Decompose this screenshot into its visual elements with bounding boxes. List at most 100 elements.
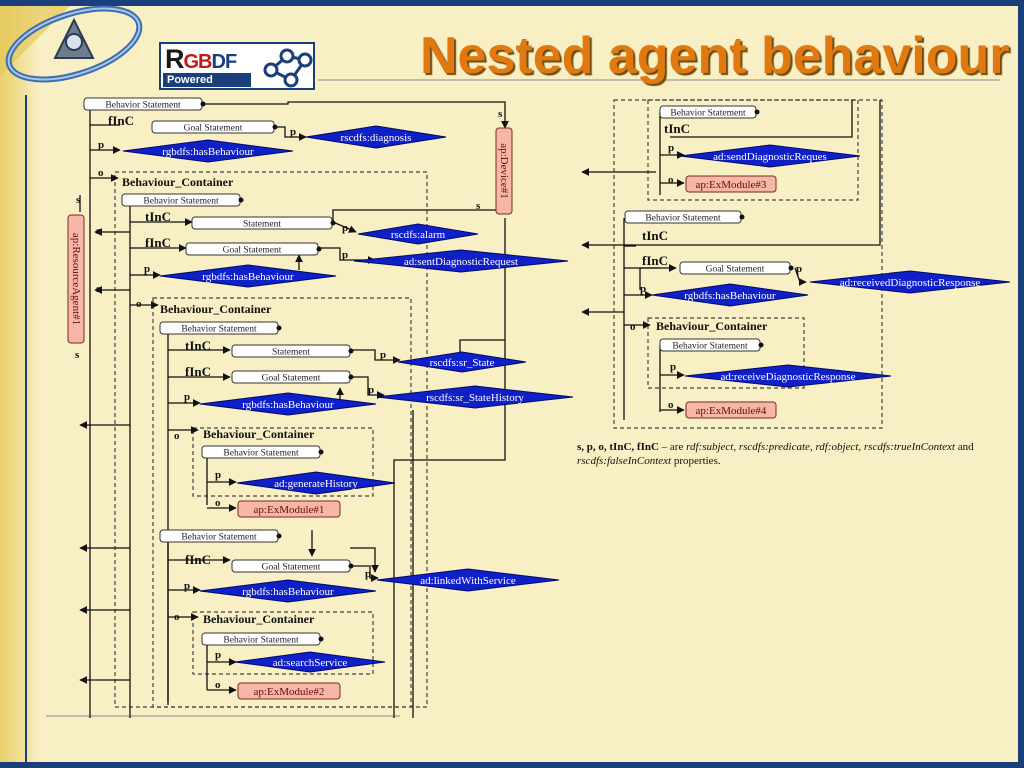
connector-dot (316, 246, 322, 252)
edge-label: p (380, 349, 386, 361)
edge-label: s (76, 194, 81, 206)
statement-box: Goal Statement (231, 370, 354, 384)
predicate-diamond-shape (234, 651, 386, 673)
connector-dot (788, 265, 794, 271)
edge-label: p (184, 580, 190, 592)
module-node-shape (237, 500, 341, 518)
container-label: Behaviour_Container (122, 175, 234, 189)
predicate-diamond-label: ad:sendDiagnosticReques (713, 151, 827, 163)
predicate-diamond: rgbdfs:hasBehaviour (199, 579, 377, 603)
edge-label: fInC (642, 253, 668, 268)
statement-box-label: Behavior Statement (143, 197, 219, 207)
predicate-diamond-label: rscdfs:sr_StateHistory (426, 392, 524, 404)
resource-node-shape (67, 214, 85, 344)
edge-label: fInC (185, 552, 211, 567)
resource-node: ap:Device#1 (495, 127, 513, 215)
statement-box-label: Behavior Statement (223, 449, 299, 459)
edge-label: fInC (108, 113, 134, 128)
predicate-diamond: rgbdfs:hasBehaviour (199, 392, 377, 416)
edge-label: p (670, 361, 676, 373)
predicate-diamond-label: rgbdfs:hasBehaviour (162, 146, 254, 158)
predicate-diamond: ad:linkedWithService (376, 568, 560, 592)
edge (202, 101, 509, 129)
resource-node: ap:ResourceAgent#1 (67, 214, 85, 344)
connector-dot (318, 636, 324, 642)
connector-dot (238, 197, 244, 203)
edge (670, 100, 853, 138)
predicate-diamond: rscdfs:alarm (357, 223, 479, 245)
module-node: ap:ExModule#3 (685, 175, 777, 193)
edge-label: p (144, 263, 150, 275)
predicate-diamond: ad:receiveDiagnosticResponse (684, 364, 892, 388)
container-label: Behaviour_Container (160, 302, 272, 316)
edge-label: p (215, 649, 221, 661)
statement-box: Behavior Statement (201, 445, 324, 459)
statement-box-label: Goal Statement (223, 246, 282, 256)
statement-box: Goal Statement (231, 559, 354, 573)
connector-dot (348, 563, 354, 569)
edge (581, 100, 881, 249)
connector-dot (739, 214, 745, 220)
predicate-diamond-shape (679, 144, 861, 168)
edge-label: o (98, 167, 104, 179)
edge (318, 247, 376, 264)
predicate-diamond-shape (305, 125, 447, 149)
resource-node-shape (495, 127, 513, 215)
module-node-shape (685, 175, 777, 193)
rgbdf-logo: RGBDF Powered (159, 42, 315, 90)
predicate-diamond: ad:receivedDiagnosticResponse (809, 270, 1011, 294)
predicate-diamond-label: rscdfs:alarm (391, 229, 446, 241)
legend-terms: s, p, o, tInC, fInC (577, 441, 659, 453)
predicate-diamond: rscdfs:diagnosis (305, 125, 447, 149)
predicate-diamond-shape (376, 568, 560, 592)
legend-dash: – are (658, 441, 687, 453)
edge-label: s (75, 349, 80, 361)
legend-true-in-context: rscdfs:trueInContext (863, 441, 955, 453)
connector-dot (276, 325, 282, 331)
edge-label: o (174, 611, 180, 623)
module-node-label: ap:ExModule#4 (696, 405, 767, 417)
predicate-diamond-label: rgbdfs:hasBehaviour (242, 399, 334, 411)
module-node: ap:ExModule#4 (685, 401, 777, 419)
resource-node-label: ap:ResourceAgent#1 (70, 233, 82, 325)
edge (350, 349, 401, 364)
edge-label: p (342, 222, 348, 234)
edge-label: tInC (664, 121, 690, 136)
behaviour-container (647, 317, 805, 389)
legend-text: s, p, o, tInC, fInC – are rdf:subject, r… (577, 441, 974, 467)
edge-label: o (174, 430, 180, 442)
connector-dot (318, 449, 324, 455)
predicate-diamond-label: ad:linkedWithService (420, 575, 516, 587)
statement-box: Behavior Statement (83, 97, 206, 111)
statement-box-label: Goal Statement (184, 124, 243, 134)
edge-label: o (136, 298, 142, 310)
edge-label: fInC (185, 364, 211, 379)
edge-label: p (215, 469, 221, 481)
connector-dot (758, 342, 764, 348)
statement-box-label: Goal Statement (706, 265, 765, 275)
module-node-label: ap:ExModule#2 (254, 686, 325, 698)
connector-dot (330, 220, 336, 226)
slide-title: Nested agent behaviour (420, 27, 1010, 85)
edge-label: p (368, 384, 374, 396)
predicate-diamond: ad:sentDiagnosticRequest (353, 249, 569, 273)
predicate-diamond-label: ad:searchService (273, 657, 348, 669)
edge (350, 565, 379, 582)
statement-box: Behavior Statement (201, 632, 324, 646)
edge-label: s (498, 108, 503, 120)
connector-dot (754, 109, 760, 115)
predicate-diamond-shape (236, 471, 396, 495)
connector-dot (348, 348, 354, 354)
predicate-diamond-shape (199, 392, 377, 416)
edge (794, 267, 807, 286)
legend-end: properties. (671, 455, 721, 467)
network-graph-icon (263, 48, 313, 88)
edge-label: p (365, 568, 371, 580)
predicate-diamond-shape (809, 270, 1011, 294)
resource-node-label: ap:Device#1 (498, 143, 510, 199)
corner-emblem-icon (5, 5, 143, 83)
logo-powered-label: Powered (163, 73, 251, 87)
statement-box-label: Behavior Statement (181, 325, 257, 335)
predicate-diamond-shape (122, 139, 294, 163)
